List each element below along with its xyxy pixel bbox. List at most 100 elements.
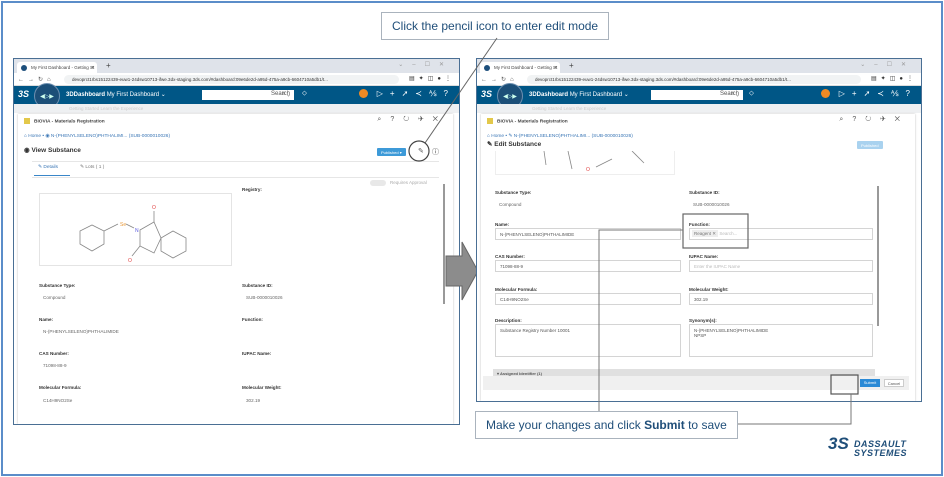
page-title: ◉ View Substance [24, 147, 81, 154]
iupac-input[interactable]: Enter the IUPAC Name [689, 260, 873, 272]
extension-icons[interactable]: ▤✦◫●⋮ [409, 76, 455, 82]
callout-text: Click the pencil icon to enter edit mode [392, 19, 599, 33]
breadcrumb[interactable]: ⌂ Home • ✎ N-(PHENYLSELENO)PHTHALIMI... … [487, 134, 633, 139]
avatar[interactable] [358, 89, 368, 99]
nav-icons[interactable]: ←→↻⌂ [481, 77, 518, 83]
field-label: Substance Type: [39, 283, 76, 288]
published-badge: Published [857, 141, 883, 149]
browser-tab[interactable]: My First Dashboard - Getting St× [17, 62, 97, 73]
cancel-button[interactable]: Cancel [884, 379, 904, 387]
atom-o: O [586, 167, 590, 173]
atom-n: N [135, 228, 139, 234]
dashboard-tabs[interactable]: Getting Started Learn the Experience [14, 104, 459, 113]
field-label: Substance Type: [495, 190, 532, 195]
atom-se: Se [120, 222, 126, 228]
field-value: Compound [499, 202, 522, 207]
3ds-logo-icon: 3S [18, 89, 30, 99]
field-label: CAS Number: [39, 351, 69, 356]
scrollbar[interactable] [443, 184, 445, 304]
field-label: Function: [242, 317, 263, 322]
address-row: ←→↻⌂ devoprct1rbs15122439-euw1-24dsw1071… [477, 73, 921, 86]
window-controls[interactable]: ⌄–☐✕ [398, 62, 453, 68]
cas-input[interactable]: 71098-88-9 [495, 260, 681, 272]
molecule-drawing: Se N O O [79, 205, 187, 264]
name-input[interactable]: N-(PHENYLSELENO)PHTHALIMIDE [495, 228, 681, 240]
tag-icon[interactable]: ⬦ [302, 90, 307, 97]
search-input[interactable]: Search⌕ ⌄ [202, 90, 294, 100]
widget-title: BIOVIA - Materials Registration [487, 118, 568, 124]
description-textarea[interactable]: Substance Registry Number 10001 [495, 324, 681, 357]
requires-approval-label: Requires Approval [390, 180, 427, 185]
field-value: 302.19 [246, 398, 261, 403]
widget-actions[interactable]: ⌕?↻✈✕ [377, 116, 447, 123]
assigned-identifier-section[interactable]: ▾ Assigned Identifier (1) [493, 369, 875, 378]
field-label: Name: [39, 317, 54, 322]
dashboard-tabs[interactable]: Getting Started Learn the Experience [477, 104, 921, 113]
page-title: ✎ Edit Substance [487, 141, 542, 148]
field-label: Synonym(s): [689, 318, 717, 323]
field-label: IUPAC Name: [689, 254, 719, 259]
field-label: Molecular Weight: [242, 385, 282, 390]
field-label: Description: [495, 318, 522, 323]
field-label: Substance ID: [689, 190, 720, 195]
atom-o: O [152, 205, 156, 211]
submit-button[interactable]: Submit [860, 379, 880, 387]
widget: BIOVIA - Materials Registration ⌕?↻✈✕ ⌂ … [481, 114, 915, 401]
tab-title: My First Dashboard - Getting St [494, 65, 558, 70]
avatar[interactable] [820, 89, 830, 99]
callout-submit: Make your changes and click Submit to sa… [475, 411, 738, 439]
close-tab-icon[interactable]: × [91, 64, 94, 71]
browser-tabbar: My First Dashboard - Getting St× + ⌄–☐✕ [477, 59, 921, 73]
browser-tabbar: My First Dashboard - Getting St× + ⌄–☐✕ [14, 59, 459, 73]
window-controls[interactable]: ⌄–☐✕ [860, 62, 915, 68]
dashboard-selector[interactable]: My First Dashboard [569, 92, 623, 98]
breadcrumb[interactable]: ⌂ Home • ◉ N-(PHENYLSELENO)PHTHALIMI... … [24, 134, 171, 139]
published-button[interactable]: Published ▾ [377, 148, 406, 156]
search-icon[interactable]: ⌕ ⌄ [282, 91, 290, 97]
structure-image-partial: O [495, 150, 675, 175]
scrollbar[interactable] [877, 186, 879, 326]
field-label: Molecular Weight: [689, 287, 729, 292]
header-actions[interactable]: ▷+➚≺⅍? [820, 89, 917, 99]
extension-icons[interactable]: ▤✦◫●⋮ [871, 76, 917, 82]
nav-icons[interactable]: ←→↻⌂ [18, 77, 55, 83]
address-row: ←→↻⌂ devoprct1rbs15122439-euw1-24dsw1071… [14, 73, 459, 86]
dashboard-selector[interactable]: My First Dashboard [106, 92, 160, 98]
new-tab-icon[interactable]: + [106, 61, 111, 70]
url-bar[interactable]: devoprct1rbs15122439-euw1-24dsw10713-ifw… [527, 75, 861, 84]
new-tab-icon[interactable]: + [569, 61, 574, 70]
search-icon[interactable]: ⌕ ⌄ [731, 91, 739, 97]
header-actions[interactable]: ▷+➚≺⅍? [358, 89, 455, 99]
tab-title: My First Dashboard - Getting St [31, 65, 95, 70]
browser-tab[interactable]: My First Dashboard - Getting St× [480, 62, 560, 73]
biovia-icon [24, 118, 30, 124]
widget-actions[interactable]: ⌕?↻✈✕ [839, 116, 909, 123]
url-bar[interactable]: devoprct1rbs15122439-euw1-24dsw10713-ifw… [64, 75, 399, 84]
app-name: 3DDashboard My First Dashboard ⌄ [529, 92, 629, 98]
arrow-right-icon [445, 241, 479, 301]
atom-o: O [128, 258, 132, 264]
search-input[interactable]: Search⌕ ⌄ [651, 90, 743, 100]
info-icon[interactable]: ⓘ [432, 149, 439, 156]
tag-icon[interactable]: ⬦ [749, 90, 754, 97]
callout-pencil: Click the pencil icon to enter edit mode [381, 12, 610, 40]
field-value: C14H9NO2Se [43, 398, 73, 403]
weight-input[interactable]: 302.19 [689, 293, 873, 305]
tab-details[interactable]: ✎ Details [34, 165, 70, 176]
tab-lots[interactable]: ✎ Lots ( 1 ) [80, 165, 105, 170]
submit-highlight-box [830, 374, 859, 395]
requires-approval-toggle[interactable] [370, 180, 386, 186]
remove-tag-icon[interactable]: ✕ [712, 231, 717, 236]
pencil-icon[interactable]: ✎ [418, 148, 424, 155]
biovia-icon [487, 118, 493, 124]
pencil-highlight-circle [408, 140, 430, 162]
close-tab-icon[interactable]: × [554, 64, 557, 71]
structure-image: Se N O O [39, 193, 232, 266]
molecule-drawing: O [543, 150, 645, 173]
function-input[interactable]: Reagent ✕ Search... [689, 228, 873, 240]
field-value: 71098-88-9 [43, 363, 67, 368]
formula-input[interactable]: C14H9NO2Se [495, 293, 681, 305]
